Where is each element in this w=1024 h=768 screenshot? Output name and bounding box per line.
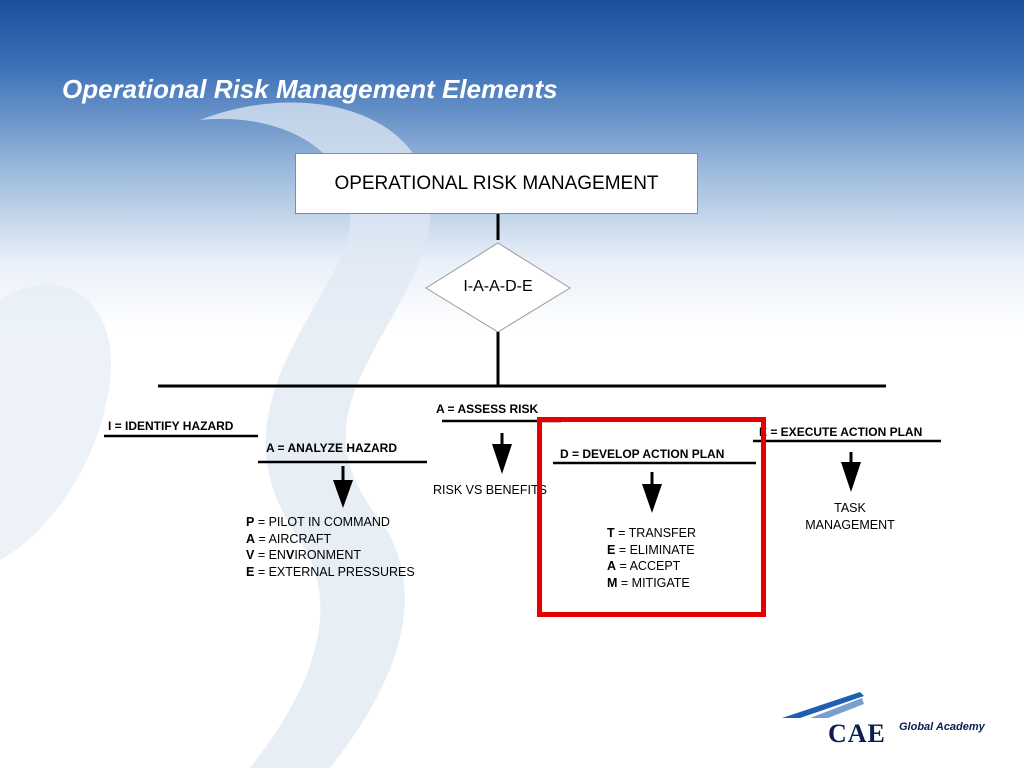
execute-detail-line2: MANAGEMENT [805,517,895,532]
analyze-pave-list: P = PILOT IN COMMAND A = AIRCRAFT V = EN… [246,514,415,580]
execute-detail: TASK MANAGEMENT [790,500,910,533]
assess-arrow [492,433,512,474]
team-item-m: M = MITIGATE [607,575,690,590]
iaade-diamond-label: I-A-A-D-E [463,278,533,295]
pave-item-e: E = EXTERNAL PRESSURES [246,564,415,579]
develop-header: D = DEVELOP ACTION PLAN [560,447,725,461]
execute-detail-line1: TASK [834,501,866,515]
orm-top-box: OPERATIONAL RISK MANAGEMENT [295,153,698,214]
assess-detail: RISK VS BENEFITS [433,483,547,497]
develop-arrow [642,472,662,513]
cae-swoosh-icon [782,692,864,718]
team-item-t: T = TRANSFER [607,526,697,540]
identify-header: I = IDENTIFY HAZARD [108,419,234,433]
pave-item-a: A = AIRCRAFT [246,531,332,546]
develop-highlight-box [537,417,766,617]
global-academy-tagline: Global Academy [899,721,985,733]
orm-top-box-label: OPERATIONAL RISK MANAGEMENT [334,172,659,194]
team-item-e: E = ELIMINATE [607,542,695,557]
execute-header: E = EXECUTE ACTION PLAN [759,425,923,439]
pave-item-v: V = ENVIRONMENT [246,548,361,562]
analyze-arrow [333,466,353,508]
slide-title: Operational Risk Management Elements [62,74,558,104]
pave-item-p: P = PILOT IN COMMAND [246,515,390,529]
develop-team-list: T = TRANSFER E = ELIMINATE A = ACCEPT M … [607,525,696,591]
analyze-header: A = ANALYZE HAZARD [266,441,398,455]
assess-header: A = ASSESS RISK [436,402,539,416]
execute-arrow [841,452,861,492]
team-item-a: A = ACCEPT [607,559,681,573]
cae-logo-text: CAE [828,719,886,748]
